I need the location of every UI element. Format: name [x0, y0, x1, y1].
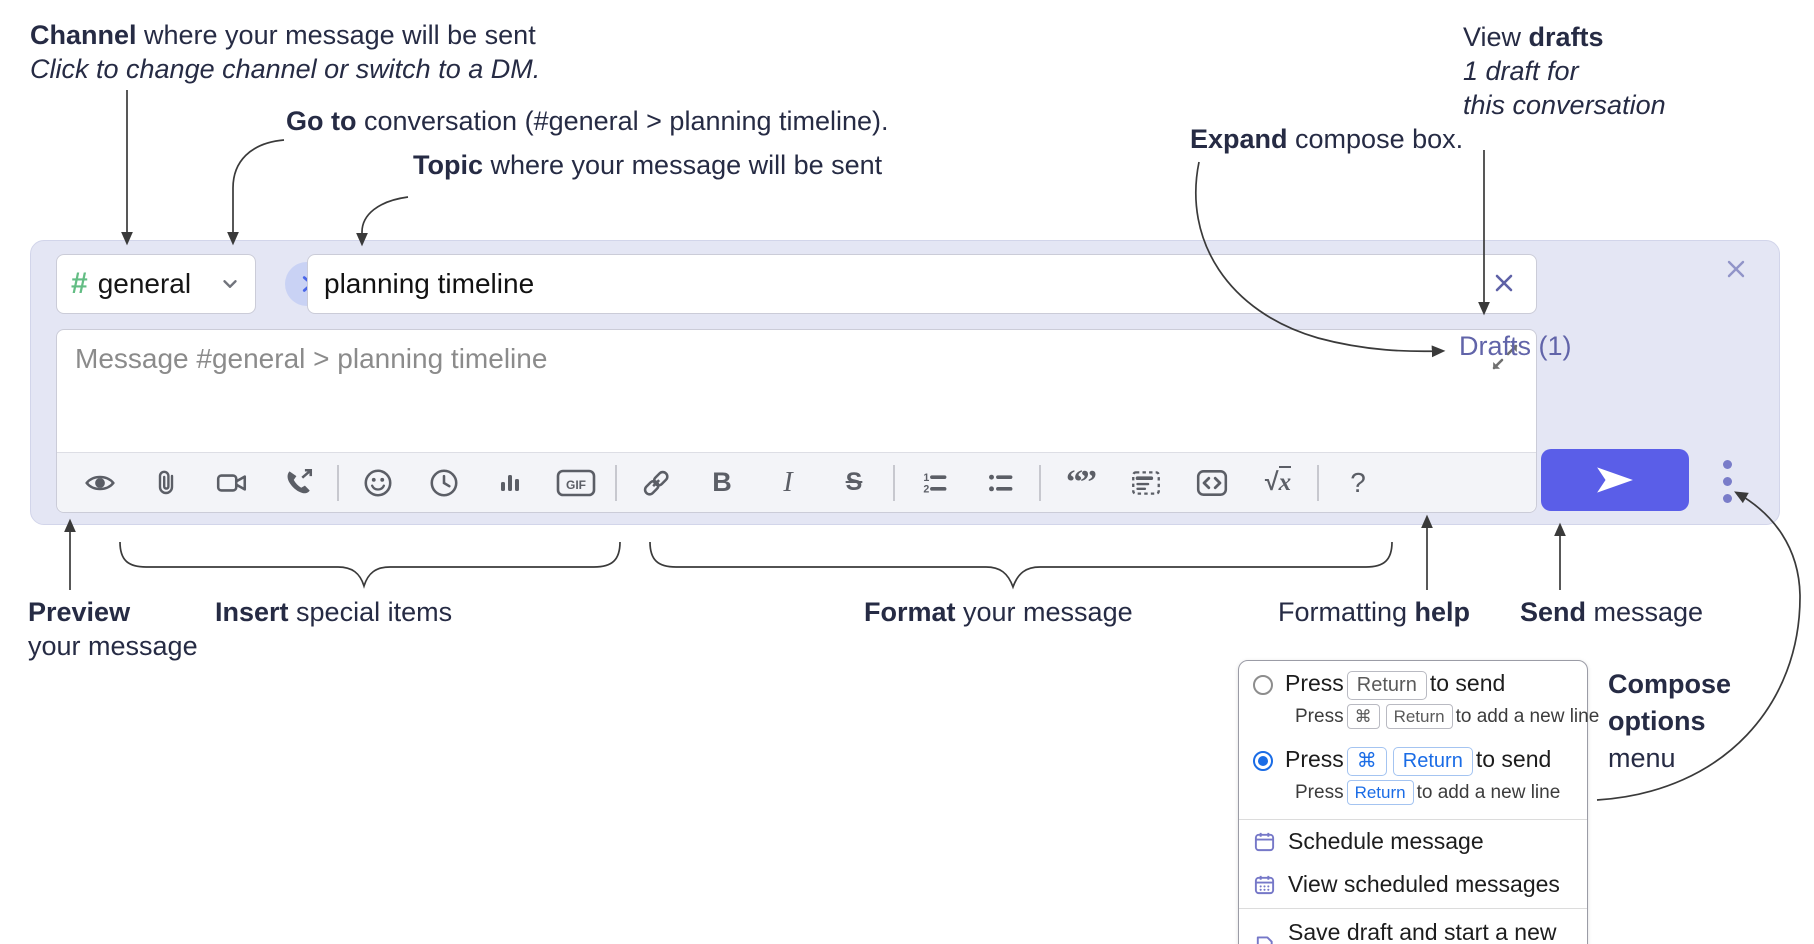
menu-divider: [1239, 908, 1587, 909]
toolbar-divider: [1039, 464, 1041, 501]
dot: [1722, 459, 1732, 469]
radio-unselected[interactable]: [1253, 675, 1273, 695]
menu-item-schedule-message[interactable]: Schedule message: [1239, 820, 1587, 863]
annotation-view-drafts: View drafts 1 draft for this conversatio…: [1463, 22, 1666, 120]
bulleted-list-icon[interactable]: [967, 460, 1033, 506]
topic-value: planning timeline: [324, 268, 535, 299]
annotation-format: Format your message: [864, 597, 1133, 627]
compose-box: # general planning timeline Draft: [30, 240, 1780, 525]
channel-selector[interactable]: # general: [56, 254, 256, 314]
emoji-icon[interactable]: [345, 460, 411, 506]
message-box[interactable]: Message #general > planning timeline: [56, 329, 1537, 513]
annotation-channel-italic: Click to change channel or switch to a D…: [30, 54, 541, 84]
menu-item-save-draft[interactable]: Save draft and start a new message: [1239, 909, 1587, 944]
gif-icon[interactable]: GIF: [543, 460, 609, 506]
close-icon: [1495, 274, 1513, 291]
toolbar-divider: [615, 464, 617, 501]
menu-divider: [1239, 819, 1587, 820]
video-call-icon[interactable]: [199, 460, 265, 506]
channel-name: general: [97, 268, 192, 299]
close-compose-button[interactable]: [1715, 253, 1757, 288]
svg-text:GIF: GIF: [566, 478, 586, 492]
clear-topic-button[interactable]: [1488, 269, 1520, 300]
key-cmd: ⌘: [1346, 747, 1387, 776]
svg-text:2: 2: [923, 483, 929, 495]
dot: [1722, 493, 1732, 503]
key-cmd: ⌘: [1346, 704, 1380, 729]
italic-icon[interactable]: I: [755, 460, 821, 506]
toolbar-divider: [1317, 464, 1319, 501]
key-return: Return: [1385, 704, 1453, 729]
spoiler-icon[interactable]: [1113, 460, 1179, 506]
compose-options-menu-button[interactable]: [1707, 453, 1747, 509]
channel-hash-icon: #: [71, 267, 88, 300]
annotation-channel: Channel where your message will be sent …: [30, 18, 540, 86]
send-button[interactable]: [1541, 449, 1689, 511]
strikethrough-icon[interactable]: S: [821, 460, 887, 506]
annotation-channel-bold: Channel: [30, 20, 137, 50]
topic-input[interactable]: planning timeline: [307, 254, 1537, 314]
dot: [1722, 476, 1732, 486]
toolbar-divider: [893, 464, 895, 501]
svg-text:1: 1: [923, 471, 929, 483]
annotation-topic: Topic where your message will be sent: [413, 150, 883, 180]
code-icon[interactable]: [1179, 460, 1245, 506]
key-return: Return: [1346, 780, 1414, 805]
math-icon[interactable]: √x: [1245, 460, 1311, 506]
attach-paperclip-icon[interactable]: [133, 460, 199, 506]
drafts-link[interactable]: Drafts (1): [1459, 331, 1572, 361]
bold-icon[interactable]: B: [689, 460, 755, 506]
menu-item-view-scheduled-messages[interactable]: View scheduled messages: [1239, 863, 1587, 906]
poll-icon[interactable]: [477, 460, 543, 506]
quote-icon[interactable]: “”: [1047, 460, 1113, 506]
close-icon: [1727, 260, 1745, 278]
key-return: Return: [1346, 671, 1427, 700]
calendar-icon: [1254, 832, 1275, 852]
voice-call-icon[interactable]: [265, 460, 331, 506]
chevron-down-icon: [223, 280, 237, 288]
annotation-channel-rest: where your message will be sent: [136, 20, 536, 50]
message-formatting-help-icon[interactable]: ?: [1325, 460, 1391, 506]
annotation-goto: Go to conversation (#general > planning …: [286, 106, 889, 136]
expand-diagonal-icon: [1492, 344, 1518, 370]
add-global-time-icon[interactable]: [411, 460, 477, 506]
radio-selected[interactable]: [1253, 751, 1273, 771]
calendar-days-icon: [1254, 875, 1275, 895]
message-placeholder: Message #general > planning timeline: [75, 343, 548, 374]
annotation-send: Send message: [1520, 597, 1704, 627]
draft-document-icon: [1256, 935, 1273, 944]
annotation-formatting-help: Formatting help: [1278, 597, 1471, 627]
expand-compose-button[interactable]: [1488, 340, 1522, 377]
annotation-expand: Expand compose box.: [1190, 124, 1464, 154]
toolbar-divider: [337, 464, 339, 501]
key-return: Return: [1392, 747, 1473, 776]
annotation-insert: Insert special items: [215, 597, 453, 627]
link-icon[interactable]: [623, 460, 689, 506]
annotation-preview: Preview your message: [28, 597, 198, 661]
send-arrow-icon: [1597, 467, 1633, 493]
preview-eye-icon[interactable]: [67, 460, 133, 506]
annotation-compose-options: Compose options menu: [1608, 669, 1732, 773]
